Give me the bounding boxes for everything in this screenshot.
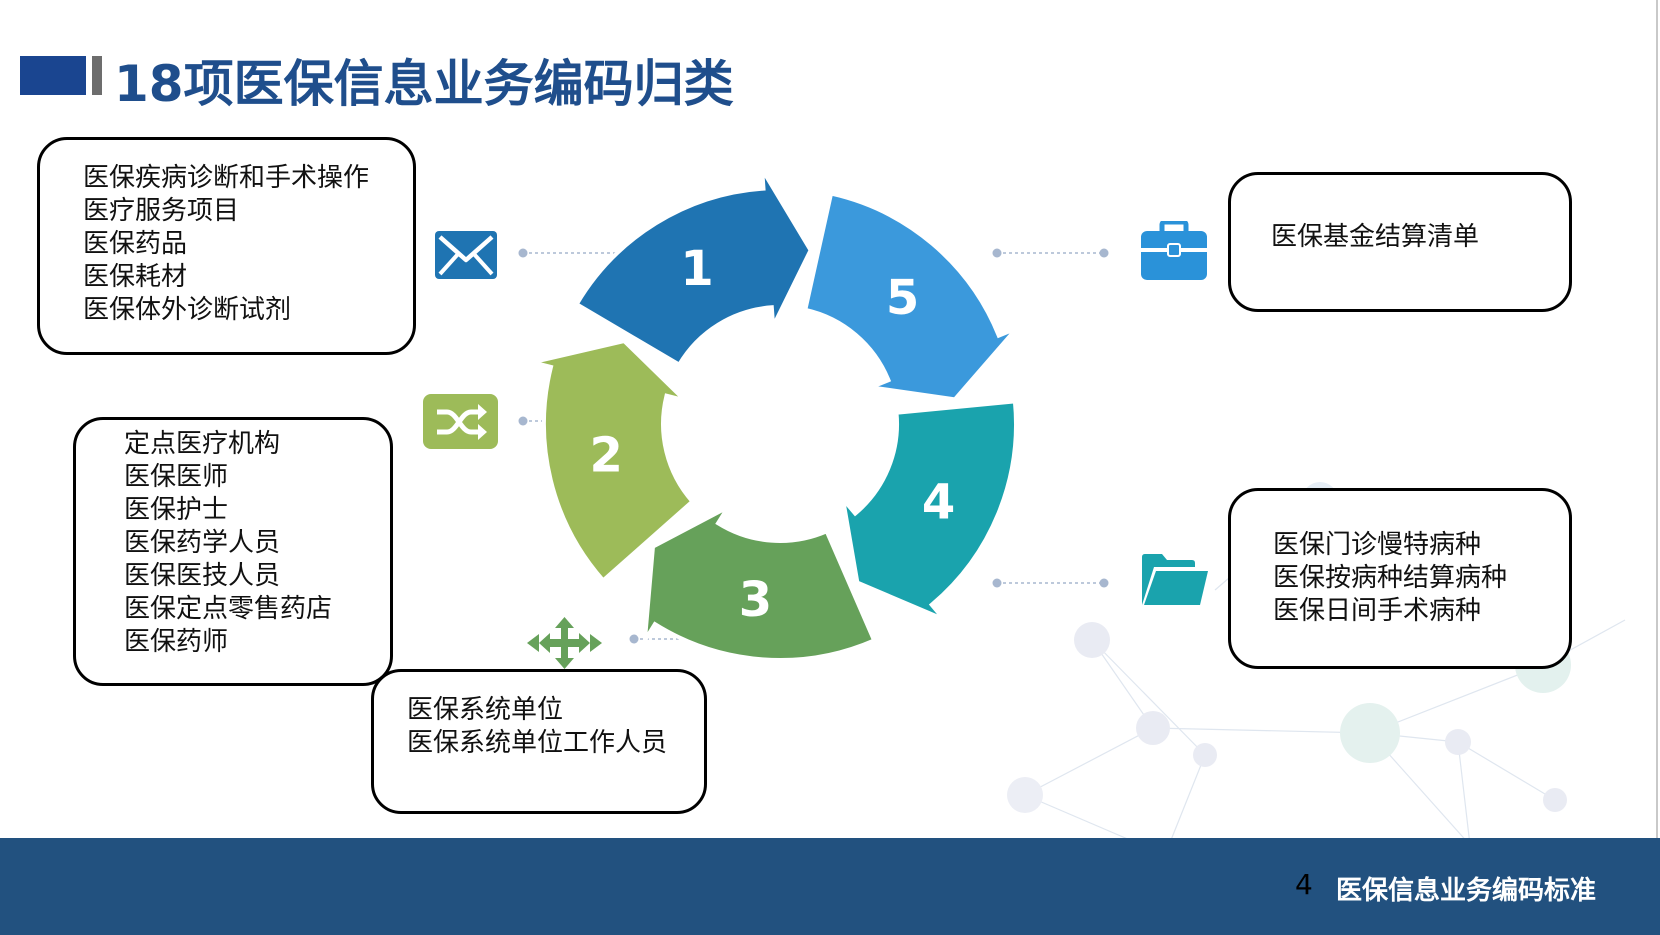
- group3-item: 医保系统单位: [407, 695, 564, 725]
- group5-box: 医保基金结算清单: [1228, 172, 1572, 312]
- folder-icon: [1142, 554, 1208, 605]
- connector-dot: [518, 416, 528, 426]
- group2-item: 医保药学人员: [124, 528, 281, 558]
- cycle-segment-3: [642, 501, 877, 662]
- footer-bar: [0, 838, 1660, 935]
- group4-item: 医保门诊慢特病种: [1273, 530, 1482, 560]
- connector-dot: [629, 634, 639, 644]
- page-number: 4: [1295, 868, 1313, 901]
- cycle-label-5: 5: [886, 270, 919, 326]
- group5-item: 医保基金结算清单: [1271, 222, 1480, 252]
- cycle-label-2: 2: [589, 428, 622, 484]
- connector-dot: [992, 248, 1002, 258]
- group2-list: 定点医疗机构医保医师医保护士医保药学人员医保医技人员医保定点零售药店医保药师: [76, 420, 390, 659]
- group1-item: 医疗服务项目: [83, 196, 240, 226]
- group2-item: 医保药师: [124, 627, 229, 657]
- title-accent-divider: [92, 56, 102, 95]
- connector-dot: [992, 578, 1002, 588]
- envelope-icon: [435, 231, 497, 279]
- group3-item: 医保系统单位工作人员: [407, 728, 668, 758]
- page-title: 18项医保信息业务编码归类: [114, 55, 734, 113]
- group1-item: 医保药品: [83, 229, 188, 259]
- cycle-label-4: 4: [922, 474, 955, 530]
- group1-list: 医保疾病诊断和手术操作医疗服务项目医保药品医保耗材医保体外诊断试剂: [40, 140, 413, 327]
- connector-dot: [1099, 578, 1109, 588]
- cycle-label-3: 3: [739, 572, 772, 628]
- group1-item: 医保疾病诊断和手术操作: [83, 163, 370, 193]
- shuffle-icon: [423, 394, 498, 449]
- connector-dot: [518, 248, 528, 258]
- group4-list: 医保门诊慢特病种医保按病种结算病种医保日间手术病种: [1231, 491, 1569, 628]
- cycle-segment-4: [839, 399, 1018, 622]
- group2-item: 医保护士: [124, 495, 229, 525]
- footer-title: 医保信息业务编码标准: [1336, 876, 1597, 906]
- cycle-segment-2: [532, 338, 696, 584]
- group1-item: 医保体外诊断试剂: [83, 295, 292, 325]
- group3-box: 医保系统单位医保系统单位工作人员: [371, 669, 707, 814]
- group2-item: 医保医师: [124, 462, 229, 492]
- group4-item: 医保按病种结算病种: [1273, 563, 1508, 593]
- group5-list: 医保基金结算清单: [1231, 175, 1569, 254]
- group2-box: 定点医疗机构医保医师医保护士医保药学人员医保医技人员医保定点零售药店医保药师: [73, 417, 393, 686]
- connector-dot: [1099, 248, 1109, 258]
- cycle-segment-1: [573, 168, 813, 368]
- move-arrows-icon: [527, 617, 602, 669]
- right-edge-line: [1656, 0, 1658, 838]
- group2-item: 医保医技人员: [124, 561, 281, 591]
- group4-box: 医保门诊慢特病种医保按病种结算病种医保日间手术病种: [1228, 488, 1572, 669]
- cycle-label-1: 1: [680, 241, 713, 297]
- cycle-segment-5: [802, 191, 1018, 402]
- title-accent-bar: [20, 56, 86, 95]
- group2-item: 医保定点零售药店: [124, 594, 333, 624]
- group2-item: 定点医疗机构: [124, 429, 281, 459]
- group3-list: 医保系统单位医保系统单位工作人员: [374, 672, 704, 760]
- group4-item: 医保日间手术病种: [1273, 596, 1482, 626]
- group1-item: 医保耗材: [83, 262, 188, 292]
- briefcase-icon: [1141, 221, 1207, 280]
- group1-box: 医保疾病诊断和手术操作医疗服务项目医保药品医保耗材医保体外诊断试剂: [37, 137, 416, 355]
